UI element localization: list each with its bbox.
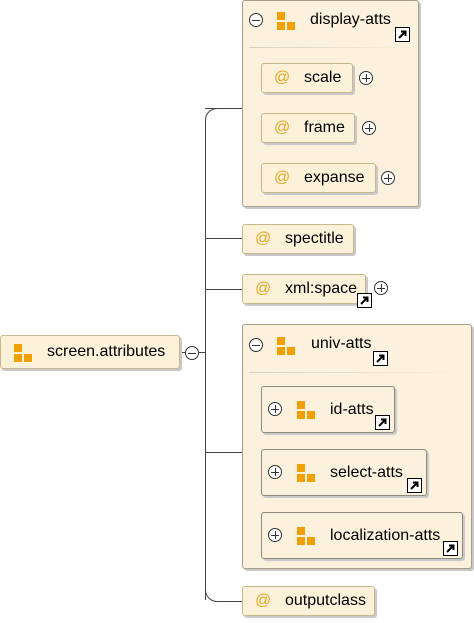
attribute-group-icon <box>297 401 315 419</box>
connector-trunk-stub <box>197 352 206 353</box>
attribute-outputclass[interactable]: @ outputclass <box>242 586 375 616</box>
ref-select-atts[interactable]: select-atts <box>261 449 427 496</box>
connector-display-atts <box>205 108 242 109</box>
attribute-at-icon: @ <box>255 230 272 247</box>
ref-localization-atts[interactable]: localization-atts <box>261 512 463 559</box>
connector-univ-atts <box>205 452 242 453</box>
connector-trunk <box>205 118 206 600</box>
ref-id-atts[interactable]: id-atts <box>261 386 395 433</box>
attribute-at-icon: @ <box>274 169 291 186</box>
ref-label: id-atts <box>330 400 374 418</box>
attribute-label: spectitle <box>285 230 344 247</box>
attribute-at-icon: @ <box>255 592 272 609</box>
root-node-screen-attributes[interactable]: screen.attributes <box>0 335 180 369</box>
attribute-scale[interactable]: @ scale <box>261 63 353 93</box>
attribute-label: outputclass <box>285 592 366 609</box>
root-node-label: screen.attributes <box>47 343 166 360</box>
attribute-xml-space[interactable]: @ xml:space <box>242 274 366 304</box>
expand-id-atts-button[interactable] <box>268 402 282 416</box>
expand-localization-atts-button[interactable] <box>268 528 282 542</box>
attribute-at-icon: @ <box>274 119 291 136</box>
expand-select-atts-button[interactable] <box>268 465 282 479</box>
attribute-label: xml:space <box>285 280 358 297</box>
display-atts-separator <box>249 47 412 48</box>
attribute-group-icon <box>277 12 295 30</box>
attribute-group-icon <box>297 527 315 545</box>
univ-atts-label: univ-atts <box>311 335 372 352</box>
expand-xml-space-button[interactable] <box>374 281 388 295</box>
attribute-at-icon: @ <box>274 69 291 86</box>
collapse-root-button[interactable] <box>185 346 199 360</box>
univ-atts-separator <box>249 372 465 373</box>
attribute-group-icon <box>14 344 32 362</box>
attribute-spectitle[interactable]: @ spectitle <box>242 224 354 254</box>
ref-label: localization-atts <box>330 526 441 544</box>
connector-xml-space <box>205 289 242 290</box>
goto-definition-icon[interactable] <box>443 541 458 556</box>
collapse-display-atts-button[interactable] <box>249 13 263 27</box>
collapse-univ-atts-button[interactable] <box>249 338 263 352</box>
goto-definition-icon[interactable] <box>395 27 410 42</box>
display-atts-header: display-atts <box>243 1 418 42</box>
connector-trunk-top-curve <box>205 108 219 122</box>
attribute-at-icon: @ <box>255 280 272 297</box>
connector-trunk-bottom-curve <box>205 588 219 602</box>
attribute-label: expanse <box>304 169 365 186</box>
expand-expanse-button[interactable] <box>381 171 395 185</box>
expand-scale-button[interactable] <box>359 71 373 85</box>
attribute-expanse[interactable]: @ expanse <box>261 163 376 193</box>
attribute-label: scale <box>304 69 342 86</box>
attribute-frame[interactable]: @ frame <box>261 113 355 143</box>
connector-outputclass <box>215 601 242 602</box>
goto-definition-icon[interactable] <box>357 293 372 308</box>
goto-definition-icon[interactable] <box>407 478 422 493</box>
goto-definition-icon[interactable] <box>375 415 390 430</box>
ref-label: select-atts <box>330 463 403 481</box>
univ-atts-header: univ-atts <box>243 325 471 366</box>
display-atts-label: display-atts <box>310 11 391 28</box>
expand-frame-button[interactable] <box>362 121 376 135</box>
attribute-group-icon <box>277 337 295 355</box>
attribute-group-icon <box>297 464 315 482</box>
connector-spectitle <box>205 238 242 239</box>
goto-definition-icon[interactable] <box>373 351 388 366</box>
attribute-label: frame <box>304 119 345 136</box>
